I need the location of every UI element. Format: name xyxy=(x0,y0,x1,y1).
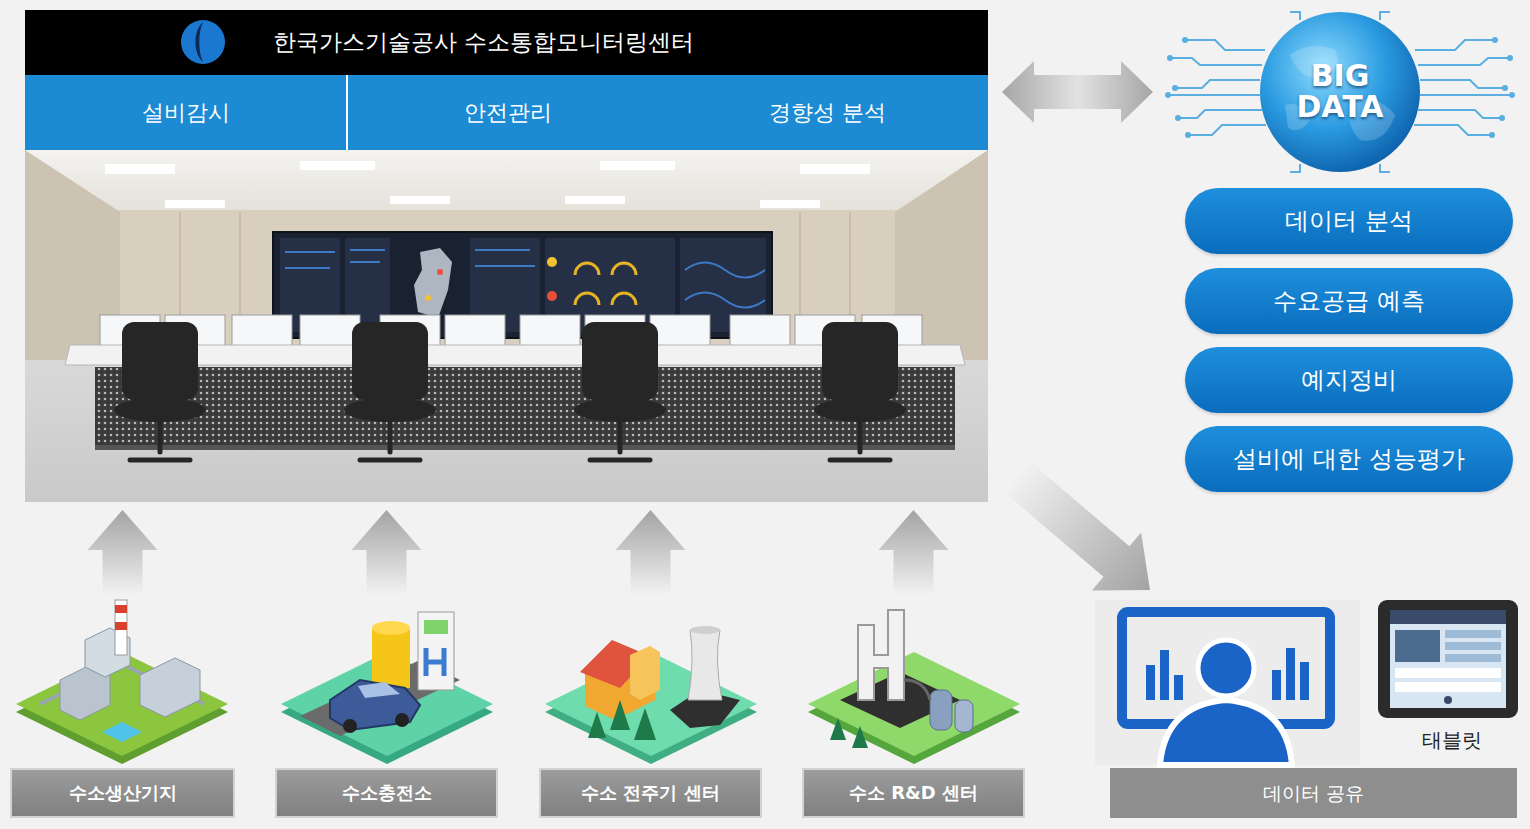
data-sharing-box: 데이터 공유 xyxy=(1095,598,1517,818)
production-base-icon xyxy=(16,600,228,764)
big-data-circle-text: BIG DATA xyxy=(1284,61,1396,122)
big-data-circle: BIG DATA xyxy=(1165,10,1515,182)
analysis-pill-text: 데이터 분석 xyxy=(1285,205,1413,237)
header-bar xyxy=(25,10,988,75)
analysis-pill-text: 설비에 대한 성능평가 xyxy=(1233,443,1464,475)
function-tab: 경향성 분석 xyxy=(667,75,988,150)
site-box-text: 수소 R&D 센터 xyxy=(802,768,1025,818)
analysis-pill: 수요공급 예측 xyxy=(1185,268,1513,334)
tablet-icon xyxy=(1378,600,1518,718)
analysis-pill-text: 예지정비 xyxy=(1301,364,1397,396)
site-box: 수소충전소 xyxy=(275,595,498,818)
flow-arrow xyxy=(1002,61,1153,123)
analysis-pill-text: 수요공급 예측 xyxy=(1273,285,1425,317)
site-box: 수소 전주기 센터 xyxy=(539,595,762,818)
function-tab-text: 경향성 분석 xyxy=(769,98,886,128)
function-tab: 설비감시 xyxy=(25,75,346,150)
site-box-text: 수소생산기지 xyxy=(10,768,235,818)
site-box: 수소 R&D 센터 xyxy=(802,595,1025,818)
rnd-center-icon xyxy=(808,610,1020,764)
flow-arrow xyxy=(879,510,949,595)
monitoring-center: 한국가스기술공사 수소통합모니터링센터설비감시 안전관리 경향성 분석 xyxy=(25,10,988,502)
device-label: 태블릿 xyxy=(1422,728,1482,752)
data-sharing-icon xyxy=(1095,600,1360,765)
lifecycle-center-icon xyxy=(545,626,757,764)
flow-arrow xyxy=(616,510,686,595)
monitoring-center-text: 한국가스기술공사 수소통합모니터링센터 xyxy=(25,10,988,75)
data-sharing-box-text: 데이터 공유 xyxy=(1110,768,1517,818)
label-holder: 태블릿 xyxy=(1407,727,1497,754)
flow-arrow xyxy=(352,510,422,595)
analysis-pill: 예지정비 xyxy=(1185,347,1513,413)
flow-arrow xyxy=(1003,461,1150,591)
charging-station-icon xyxy=(281,612,493,764)
analysis-pill: 데이터 분석 xyxy=(1185,188,1513,254)
function-tab-text: 설비감시 xyxy=(142,98,230,128)
site-box-text: 수소충전소 xyxy=(275,768,498,818)
site-box-text: 수소 전주기 센터 xyxy=(539,768,762,818)
site-box: 수소생산기지 xyxy=(10,595,235,818)
function-tab-text: 안전관리 xyxy=(464,98,552,128)
analysis-pill: 설비에 대한 성능평가 xyxy=(1185,426,1513,492)
function-tab: 안전관리 xyxy=(346,75,667,150)
big-data-globe xyxy=(1165,12,1515,172)
control-room-photo xyxy=(25,150,988,502)
flow-arrow xyxy=(88,510,158,595)
